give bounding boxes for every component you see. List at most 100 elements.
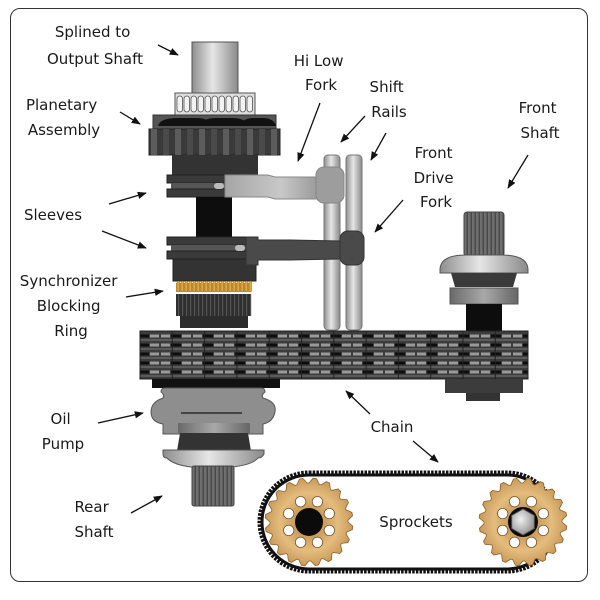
sleeve-lower — [166, 236, 258, 282]
label-hilow: Hi Low Fork — [294, 52, 349, 94]
synchro-spline — [190, 294, 192, 316]
label-chain: Chain — [371, 418, 414, 436]
synchro-tooth — [240, 280, 244, 293]
sprocket-hole — [294, 496, 307, 508]
label-arrows — [97, 44, 529, 514]
gear-tooth — [204, 95, 211, 113]
ring-ridge — [163, 129, 169, 155]
hex-bolt-icon — [511, 508, 535, 536]
arrow-synchro — [125, 288, 164, 298]
synchro-tooth — [180, 280, 184, 293]
label-rearshaft: Rear Shaft — [74, 498, 113, 541]
sprocket-hole — [508, 496, 521, 508]
arrow-splined — [157, 44, 179, 56]
ring-ridge — [199, 129, 205, 155]
sprocket-hole — [323, 507, 335, 520]
gear-tooth — [246, 95, 253, 113]
ring-ridge — [187, 129, 193, 155]
ring-ridge — [151, 129, 157, 155]
synchro-spline — [182, 294, 184, 316]
synchro-spline — [210, 294, 212, 316]
synchro-spline — [230, 294, 232, 316]
sprocket-drive — [264, 477, 354, 567]
synchro-tooth — [184, 280, 188, 293]
sprocket-hole — [497, 507, 509, 520]
arrow-frontdrive — [374, 199, 404, 233]
synchro-spline — [250, 294, 252, 316]
synchro-tooth — [236, 280, 240, 293]
gear-tooth — [211, 95, 218, 113]
rear-shaft-flange — [162, 449, 265, 469]
sprocket-hole — [525, 496, 538, 508]
synchro-spline — [246, 294, 248, 316]
ring-ridge — [223, 129, 229, 155]
sprocket-hole — [497, 524, 509, 537]
label-planetary: Planetary Assembly — [26, 96, 102, 139]
sprocket-hole — [294, 536, 307, 548]
output-shaft-top — [191, 41, 239, 95]
sprocket-hole — [283, 524, 295, 537]
label-frontshaft: Front Shaft — [519, 99, 562, 142]
synchro-tooth — [228, 280, 232, 293]
arrow-sleeve-lower — [101, 230, 147, 249]
gear-tooth — [218, 95, 225, 113]
gear-tooth — [197, 95, 204, 113]
label-oilpump: Oil Pump — [42, 410, 84, 453]
synchro-tooth — [216, 280, 220, 293]
synchro-tooth — [232, 280, 236, 293]
front-shaft — [463, 211, 505, 257]
shaft-middle — [196, 197, 232, 237]
synchronizer-blocking-ring — [176, 280, 252, 328]
label-sprockets: Sprockets — [379, 513, 453, 531]
synchro-spline — [226, 294, 228, 316]
sprocket-hole — [311, 496, 324, 508]
synchro-tooth — [200, 280, 204, 293]
gear-tooth — [176, 95, 183, 113]
ring-ridge — [235, 129, 241, 155]
arrow-frontshaft — [507, 154, 529, 189]
sprocket-hole — [525, 536, 538, 548]
hi-low-fork — [224, 166, 345, 204]
ring-ridge — [259, 129, 265, 155]
synchro-spline — [214, 294, 216, 316]
oil-pump — [150, 387, 276, 435]
arrow-shiftrail-left — [340, 115, 366, 143]
synchro-spline — [222, 294, 224, 316]
synchro-tooth — [208, 280, 212, 293]
synchro-tooth — [248, 280, 252, 293]
ring-ridge — [271, 129, 277, 155]
planetary-assembly — [148, 114, 281, 156]
rear-shaft — [191, 465, 235, 507]
synchro-spline — [194, 294, 196, 316]
arrow-chain — [345, 390, 371, 415]
ring-ridge — [247, 129, 253, 155]
ring-ridge — [175, 129, 181, 155]
sprocket-hole — [311, 536, 324, 548]
label-shiftrails: Shift Rails — [370, 78, 409, 121]
sprocket-hole — [323, 524, 335, 537]
gear-tooth — [225, 95, 232, 113]
front-drive-fork — [245, 230, 365, 266]
planetary-spline-gear — [174, 92, 256, 116]
oil-pump-lower — [177, 423, 251, 451]
label-synchro: Synchronizer Blocking Ring — [20, 272, 122, 340]
front-shaft-flange — [439, 254, 529, 334]
synchro-spline — [178, 294, 180, 316]
arrow-rearshaft — [130, 495, 163, 514]
arrow-shiftrail-right — [370, 132, 387, 161]
arrow-planetary — [119, 111, 141, 125]
label-sleeves: Sleeves — [24, 206, 82, 224]
arrow-hilow — [297, 102, 321, 162]
synchro-spline — [186, 294, 188, 316]
synchro-spline — [238, 294, 240, 316]
sprocket-bore — [295, 508, 323, 536]
synchro-tooth — [212, 280, 216, 293]
sprocket-hole — [283, 507, 295, 520]
label-frontdrive: Front Drive Fork — [414, 144, 459, 211]
sprocket-hole — [537, 507, 549, 520]
arrow-chain-loop — [412, 440, 439, 463]
synchro-tooth — [220, 280, 224, 293]
sprocket-driven — [478, 477, 568, 567]
synchro-tooth — [176, 280, 180, 293]
